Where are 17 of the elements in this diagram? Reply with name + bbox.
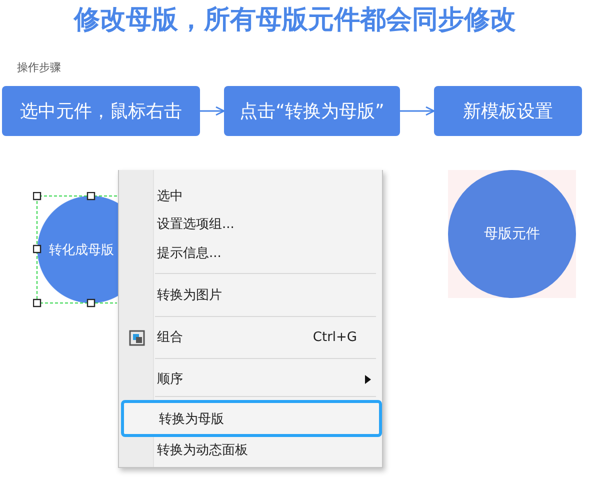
arrow bbox=[200, 106, 225, 116]
process-box: 选中元件，鼠标右击 bbox=[2, 86, 200, 136]
menu-item: 组合 bbox=[157, 329, 183, 347]
arrow bbox=[400, 106, 435, 116]
process-box: 新模板设置 bbox=[434, 86, 582, 136]
section-label: 操作步骤 bbox=[17, 60, 61, 76]
menu-item: 顺序 bbox=[157, 371, 183, 389]
shortcut-label: Ctrl+G bbox=[312, 329, 357, 347]
menu-item: 选中 bbox=[157, 188, 183, 206]
title: 修改母版，所有母版元件都会同步修改 bbox=[74, 5, 516, 35]
menu-item: 提示信息... bbox=[157, 245, 222, 263]
menu-item: 设置选项组... bbox=[157, 216, 234, 234]
menu-item: 转换为动态面板 bbox=[157, 442, 248, 460]
process-box: 点击“转换为母版” bbox=[224, 86, 400, 136]
context-menu bbox=[118, 170, 383, 468]
menu-item: 转换为图片 bbox=[157, 287, 222, 305]
highlighted-menu-item: 转换为母版 bbox=[121, 400, 382, 437]
